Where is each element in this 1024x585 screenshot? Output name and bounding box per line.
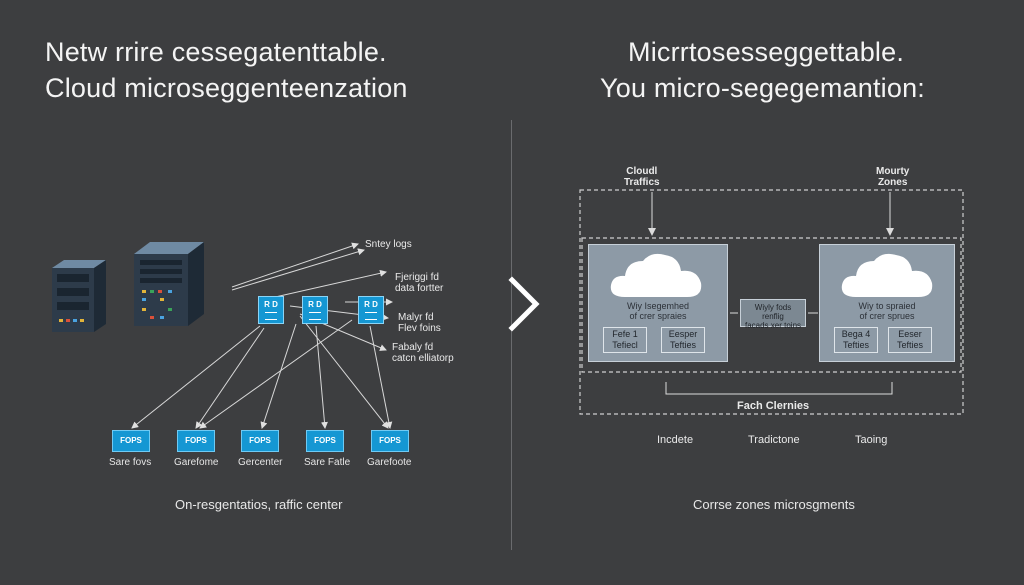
bottom-bracket-label: Fach Clernies (737, 400, 810, 412)
network-node-2: R D (302, 296, 328, 324)
arrow-label-2: Fjeriggi fd data fortter (395, 272, 444, 294)
port-1: FOPS (112, 430, 150, 452)
left-title: Netw rrire cessegatenttable. Cloud micro… (45, 34, 408, 106)
bottom-label-1: Incdete (657, 434, 694, 446)
zone-left-tag-2: Eesper Tefties (661, 327, 705, 353)
port-4-label: Sare Fatle (304, 457, 351, 468)
port-5-label: Garefoote (367, 457, 412, 468)
network-node-2-label: R D (308, 300, 322, 309)
cloud-traffics-label: Cloudl Traffics (624, 166, 660, 188)
network-node-3-label: R D (364, 300, 378, 309)
arrow-label-3: Malyr fd Flev foins (398, 312, 441, 334)
network-node-1: R D (258, 296, 284, 324)
port-2: FOPS (177, 430, 215, 452)
zone-right-text: Wiy to spraied of crer sprues (858, 301, 916, 321)
zone-right-tag-1: Bega 4 Tefties (834, 327, 878, 353)
server-rack-icon (52, 242, 204, 332)
right-title-line2: You micro-segegemantion: (600, 73, 925, 103)
chevron-right-icon (508, 276, 540, 332)
zone-right: Wiy to spraied of crer sprues Bega 4 Tef… (819, 244, 955, 362)
zone-left-tag-1: Fefe 1 Tefiecl (603, 327, 647, 353)
right-title: Micrrtosesseggettable. You micro-segegem… (600, 34, 925, 106)
zone-left: Wiy Isegemhed of crer spraies Fefe 1 Tef… (588, 244, 728, 362)
mid-connector-box: Wiyly fods renflig facads xer toins (740, 299, 806, 330)
left-title-line1: Netw rrire cessegatenttable. (45, 37, 387, 67)
port-3: FOPS (241, 430, 279, 452)
zone-left-text: Wiy Isegemhed of crer spraies (626, 301, 690, 321)
arrow-label-1: Sntey logs (365, 239, 412, 250)
network-node-3: R D (358, 296, 384, 324)
bottom-label-2: Tradictone (748, 434, 800, 446)
bottom-label-3: Taoing (855, 434, 888, 446)
center-divider (511, 120, 512, 550)
right-caption: Corrse zones microsgments (693, 497, 855, 512)
cloud-icon (841, 253, 933, 297)
port-1-label: Sare fovs (109, 457, 152, 468)
left-title-line2: Cloud microseggenteenzation (45, 73, 408, 103)
cloud-icon (610, 253, 702, 297)
network-node-1-label: R D (264, 300, 278, 309)
left-caption: On-resgentatios, raffic center (175, 497, 343, 512)
port-5: FOPS (371, 430, 409, 452)
arrow-label-4: Fabaly fd catcn elliatorp (392, 342, 454, 364)
security-zones-label: Mourty Zones (876, 166, 910, 188)
right-title-line1: Micrrtosesseggettable. (628, 37, 905, 67)
zone-right-tag-2: Eeser Tefties (888, 327, 932, 353)
right-structure (579, 189, 964, 415)
port-3-label: Gercenter (238, 457, 283, 468)
port-4: FOPS (306, 430, 344, 452)
port-2-label: Garefome (174, 457, 219, 468)
